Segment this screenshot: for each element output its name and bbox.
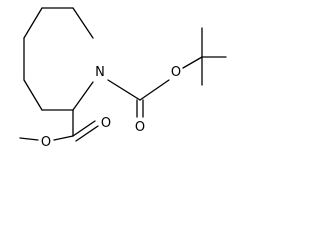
boc-ether-oxygen-label: O (171, 65, 181, 80)
bond-ring-top-left (23, 7, 43, 39)
bond-ring-bottom-left (23, 79, 43, 111)
bond-ester-c-to-ether-o (53, 135, 74, 141)
methyl-ester-group (19, 109, 99, 142)
bond-ring-top-right (72, 7, 94, 39)
structure-canvas: N O O O O (0, 0, 248, 152)
bond-ring-n-lower (72, 81, 94, 111)
bond-boc-c-to-ether-o (139, 79, 170, 101)
bond-ether-o-to-methyl (19, 137, 39, 141)
ring-nitrogen-label: N (95, 65, 105, 80)
ester-ether-oxygen-label: O (41, 135, 51, 150)
ring-nitrogen-atom: N (95, 65, 105, 80)
molecule-structure: N O O O O (19, 7, 227, 150)
bond-ester-c-double-o-a (72, 120, 96, 137)
bond-n-to-carbonyl (107, 79, 141, 101)
boc-carbonyl-oxygen-label: O (135, 120, 145, 135)
bond-ester-c-double-o-b (75, 125, 99, 142)
piperidine-ring (23, 7, 94, 111)
boc-group (107, 27, 227, 118)
bond-ether-o-to-tbu (182, 56, 203, 69)
ester-carbonyl-oxygen-label: O (101, 116, 111, 131)
